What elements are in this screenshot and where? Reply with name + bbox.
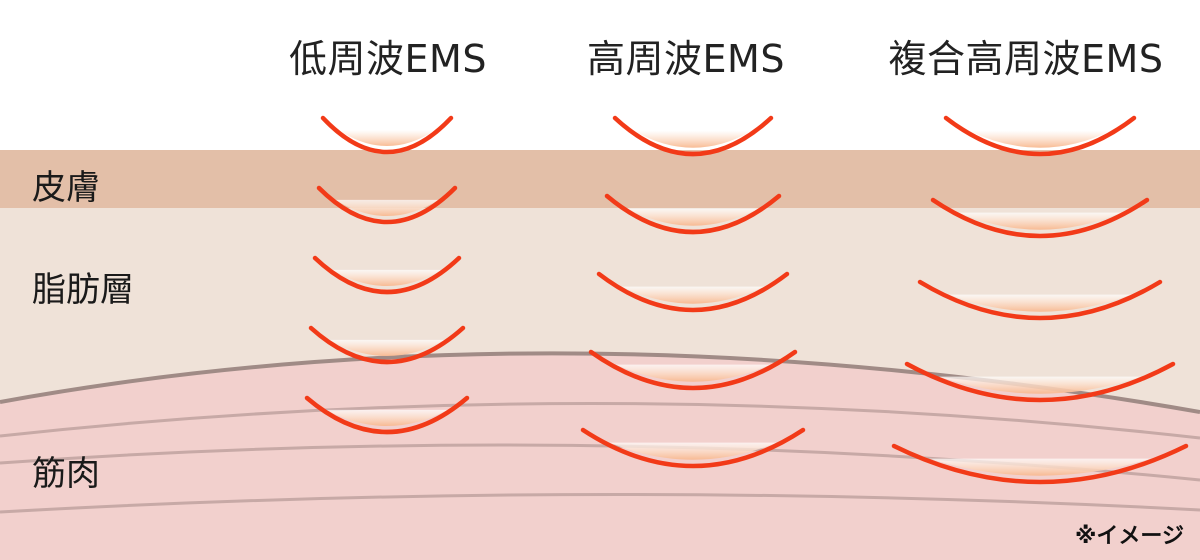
ems-wave-fill: [615, 364, 771, 382]
ems-wave: [580, 427, 806, 469]
ems-wave: [316, 185, 458, 225]
ems-wave: [312, 255, 462, 295]
ems-wave-fill: [621, 286, 765, 304]
ems-wave-fill: [958, 212, 1122, 230]
label-fat-layer: 脂肪層: [32, 270, 134, 310]
ems-wave-fill: [938, 376, 1142, 394]
ems-wave-fill: [329, 339, 445, 357]
ems-wave: [904, 361, 1176, 403]
ems-wave: [612, 115, 774, 157]
title-low-frequency-ems: 低周波EMS: [289, 37, 487, 81]
ems-wave-fill: [609, 442, 777, 460]
ems-wave: [943, 115, 1137, 157]
label-skin: 皮膚: [32, 168, 100, 208]
ems-waves: [304, 115, 1189, 485]
ems-wave: [930, 197, 1150, 239]
title-composite-high-frequency-ems: 複合高周波EMS: [888, 37, 1164, 81]
ems-wave-fill: [633, 130, 753, 148]
ems-wave-fill: [968, 130, 1112, 148]
image-note: ※イメージ: [1075, 524, 1184, 549]
ems-wave: [308, 325, 466, 365]
ems-wave-fill: [338, 129, 436, 147]
ems-wave-fill: [332, 269, 442, 287]
ems-wave-fill: [326, 409, 448, 427]
muscle-fiber-line: [0, 492, 1200, 514]
ems-wave-fill: [929, 458, 1151, 476]
ems-wave: [891, 443, 1189, 485]
ems-wave-fill: [627, 208, 759, 226]
ems-wave: [320, 115, 454, 155]
muscle-fiber-line: [0, 401, 1200, 440]
title-high-frequency-ems: 高周波EMS: [587, 37, 785, 81]
ems-wave: [596, 271, 790, 313]
ems-wave: [588, 349, 798, 391]
muscle-layer: [0, 353, 1200, 560]
skin-layer: [0, 150, 1200, 208]
ems-wave-fill: [335, 199, 439, 217]
ems-wave: [304, 395, 470, 435]
ems-wave-fill: [948, 294, 1132, 312]
ems-wave: [917, 279, 1163, 321]
label-muscle: 筋肉: [32, 454, 100, 494]
ems-wave: [604, 193, 782, 235]
